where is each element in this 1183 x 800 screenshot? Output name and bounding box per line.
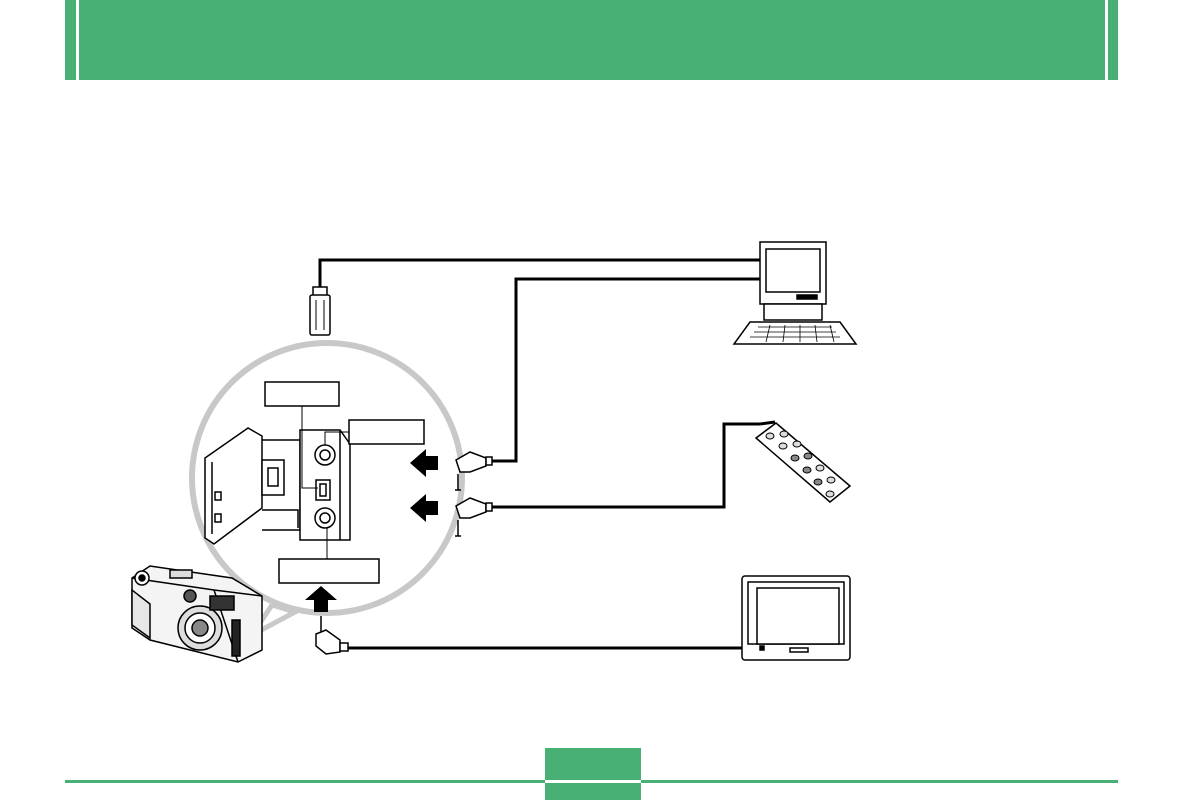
left-arrow-icon bbox=[410, 449, 438, 477]
label-box-bottom bbox=[278, 558, 380, 584]
label-box-right bbox=[348, 419, 425, 445]
header-left-divider bbox=[76, 0, 79, 80]
desktop-computer-icon bbox=[732, 241, 858, 345]
header-right-divider bbox=[1105, 0, 1108, 80]
usb-cable bbox=[318, 258, 760, 290]
page-number-tab bbox=[545, 748, 641, 800]
left-arrow-icon bbox=[410, 494, 438, 522]
usb-plug-icon bbox=[309, 286, 331, 336]
remote-cable bbox=[490, 422, 760, 509]
page-tab-divider bbox=[545, 780, 641, 783]
label-box-top bbox=[264, 381, 340, 407]
mini-plug-icon bbox=[455, 451, 493, 491]
leader-line-top bbox=[301, 406, 318, 489]
port-panel-illustration bbox=[204, 427, 351, 545]
television-icon bbox=[741, 575, 851, 661]
digital-cable bbox=[490, 277, 760, 463]
leader-line-right bbox=[324, 431, 349, 445]
remote-controller-icon bbox=[754, 420, 852, 503]
digital-camera-icon bbox=[131, 565, 263, 663]
mini-plug-icon bbox=[315, 616, 349, 655]
up-arrow-icon bbox=[305, 586, 337, 612]
mini-plug-icon bbox=[455, 497, 493, 537]
header-band bbox=[65, 0, 1118, 80]
